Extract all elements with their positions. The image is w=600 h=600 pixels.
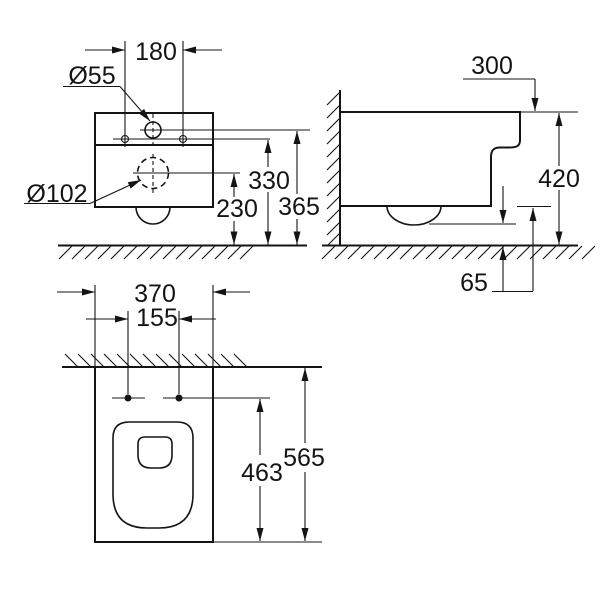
plan-bowl-outer: [112, 421, 194, 529]
dim-230: 230: [216, 174, 258, 245]
dim-label-330: 330: [248, 167, 290, 195]
dim-label-300: 300: [471, 52, 513, 80]
side-trap-bulge: [386, 205, 442, 226]
dim-420: 420: [538, 113, 580, 245]
dim-155: 155: [86, 304, 216, 332]
dim-label-365: 365: [278, 193, 320, 221]
plan-wall-hatch: [64, 353, 248, 368]
rear-floor-hatch: [58, 245, 254, 260]
rear-body-outline: [94, 112, 214, 208]
dim-365: 365: [278, 131, 320, 245]
dim-label-155: 155: [136, 304, 178, 332]
dim-label-565: 565: [283, 444, 325, 472]
rear-view: 180 Ø55 Ø102 230 330 365: [24, 38, 320, 260]
plan-bowl-inner: [137, 436, 173, 469]
side-view: 300 420 65: [321, 52, 596, 297]
plan-view: 370 155 463 565: [57, 280, 325, 543]
dim-370: 370: [57, 280, 250, 308]
dim-label-180: 180: [135, 38, 177, 66]
dim-180: 180: [85, 38, 222, 66]
side-floor-hatch: [321, 245, 596, 260]
dim-300: 300: [463, 52, 539, 111]
dim-label-370: 370: [134, 280, 176, 308]
dim-330: 330: [248, 140, 290, 245]
side-wall-hatch: [326, 91, 341, 246]
dim-label-65: 65: [460, 269, 488, 297]
dim-65: 65: [460, 186, 537, 297]
dim-label-420: 420: [538, 165, 580, 193]
dim-label-463: 463: [241, 459, 283, 487]
rear-outlet-bulge: [135, 206, 171, 225]
dim-565: 565: [283, 368, 325, 541]
dim-label-inlet-diameter: Ø55: [68, 62, 115, 90]
leader-outlet: Ø102: [24, 179, 142, 208]
dim-label-230: 230: [216, 195, 258, 223]
plan-body-outline: [94, 367, 214, 543]
dim-463: 463: [241, 399, 283, 541]
side-body-outline: [340, 111, 521, 207]
leader-inlet: Ø55: [63, 62, 151, 122]
